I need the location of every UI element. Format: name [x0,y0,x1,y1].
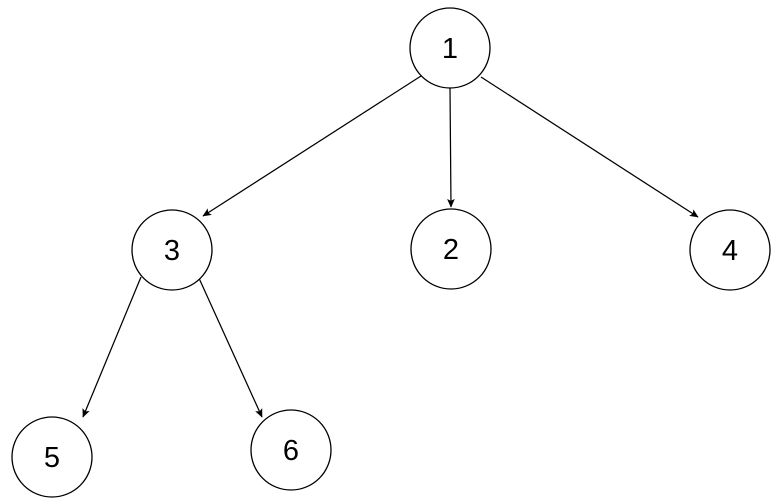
nodes-layer: 1 2 3 4 5 6 [11,7,771,498]
node-1[interactable]: 1 [409,7,491,89]
node-circle-5[interactable] [11,416,93,498]
node-circle-2[interactable] [410,208,492,290]
edge-3-to-6 [197,275,263,418]
edge-1-to-4 [480,76,699,218]
edge-1-to-2 [447,87,455,208]
node-circle-6[interactable] [250,409,332,491]
node-4[interactable]: 4 [689,209,771,291]
edge-3-to-5 [82,276,142,418]
node-3[interactable]: 3 [131,209,213,291]
edges-layer [82,75,699,418]
node-5[interactable]: 5 [11,416,93,498]
node-circle-3[interactable] [131,209,213,291]
node-circle-4[interactable] [689,209,771,291]
edge-1-to-3 [202,75,422,217]
node-6[interactable]: 6 [250,409,332,491]
node-2[interactable]: 2 [410,208,492,290]
node-circle-1[interactable] [409,7,491,89]
